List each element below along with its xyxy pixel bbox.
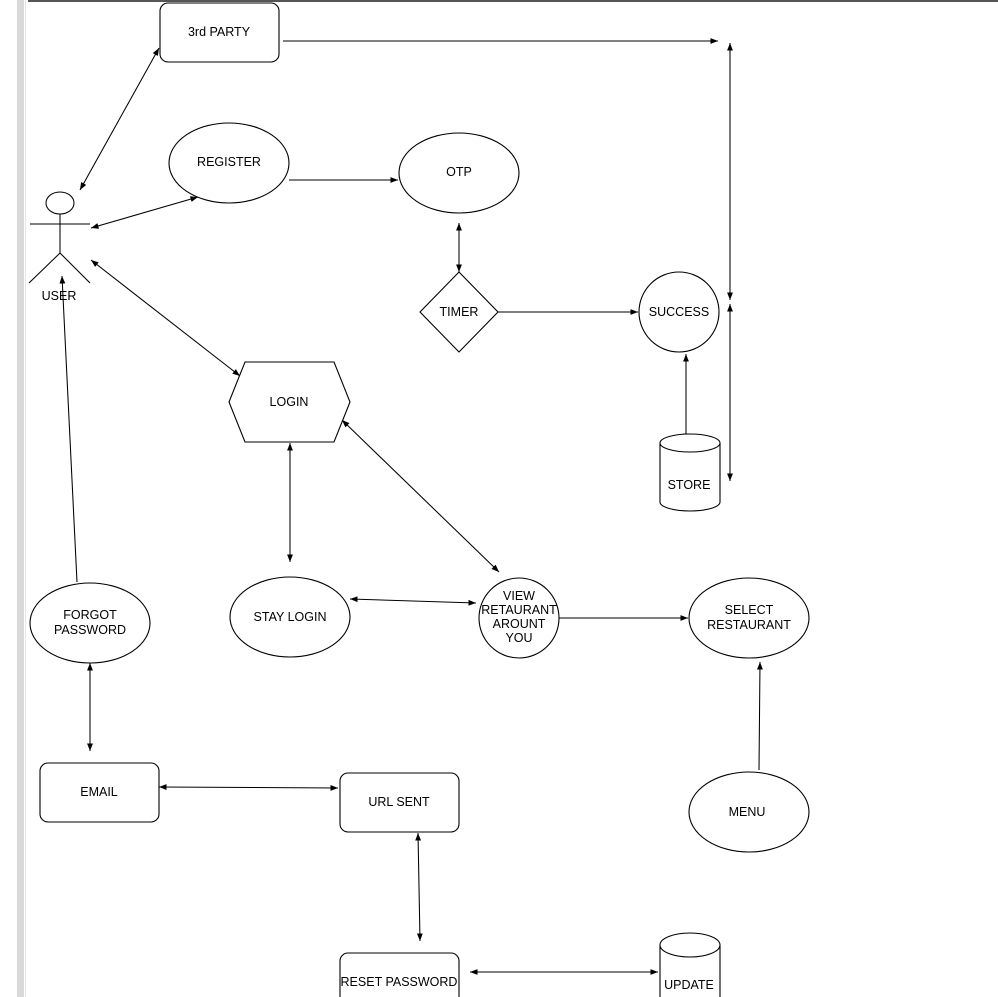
node-success[interactable]: SUCCESS [638,271,720,353]
node-forgot-password-label-1: FORGOT [63,608,117,622]
node-timer[interactable]: TIMER [419,271,499,353]
node-success-label: SUCCESS [649,305,709,319]
node-otp[interactable]: OTP [398,132,520,214]
left-rail-border [25,0,26,997]
node-forgot-password[interactable]: FORGOT PASSWORD [29,582,151,664]
edge-forgot-password-user [59,275,78,583]
user-actor-icon [28,191,91,284]
edge-menu-select [756,661,763,771]
edges [59,38,763,975]
node-otp-label: OTP [446,165,472,179]
left-scroll-rail[interactable] [17,0,24,997]
node-update[interactable]: UPDATE [659,932,721,997]
node-view-restaurant-label-4: YOU [505,631,532,645]
node-register[interactable]: REGISTER [168,122,290,204]
edge-login-view-restaurant [341,419,500,573]
node-view-restaurant[interactable]: VIEW RETAURANT AROUNT YOU [478,577,560,659]
node-store[interactable]: STORE [659,433,721,512]
node-view-restaurant-label-3: AROUNT [493,617,546,631]
edge-stay-login-view-restaurant [349,596,477,606]
edge-user-register [90,196,199,229]
node-email[interactable]: EMAIL [39,762,160,823]
node-register-label: REGISTER [197,155,261,169]
node-store-label: STORE [668,478,711,492]
node-view-restaurant-label-2: RETAURANT [481,603,557,617]
node-3rd-party[interactable]: 3rd PARTY [159,2,280,63]
node-select-restaurant-label-1: SELECT [725,603,774,617]
node-user-actor[interactable]: USER [28,191,91,303]
edge-user-login [90,259,241,377]
node-timer-label: TIMER [440,305,479,319]
node-url-sent-label: URL SENT [368,795,430,809]
node-reset-password-label: RESET PASSWORD [341,975,458,989]
node-stay-login-label: STAY LOGIN [254,610,327,624]
node-view-restaurant-label-1: VIEW [503,589,535,603]
edge-user-3rd-party [79,47,160,191]
edge-url-sent-reset-password [415,832,423,942]
node-forgot-password-label-2: PASSWORD [54,623,126,637]
node-3rd-party-label: 3rd PARTY [188,25,251,39]
canvas-top-border [28,0,998,2]
node-reset-password[interactable]: RESET PASSWORD [339,952,460,997]
node-select-restaurant[interactable]: SELECT RESTAURANT [688,577,810,659]
node-select-restaurant-label-2: RESTAURANT [707,618,791,632]
node-login[interactable]: LOGIN [228,361,351,443]
node-email-label: EMAIL [80,785,118,799]
node-url-sent[interactable]: URL SENT [339,772,460,833]
edge-email-url-sent [158,784,339,791]
node-login-label: LOGIN [270,395,309,409]
node-update-label: UPDATE [664,978,714,992]
node-stay-login[interactable]: STAY LOGIN [229,576,351,658]
node-menu[interactable]: MENU [688,771,810,853]
node-menu-label: MENU [729,805,766,819]
node-user-label: USER [42,289,77,303]
